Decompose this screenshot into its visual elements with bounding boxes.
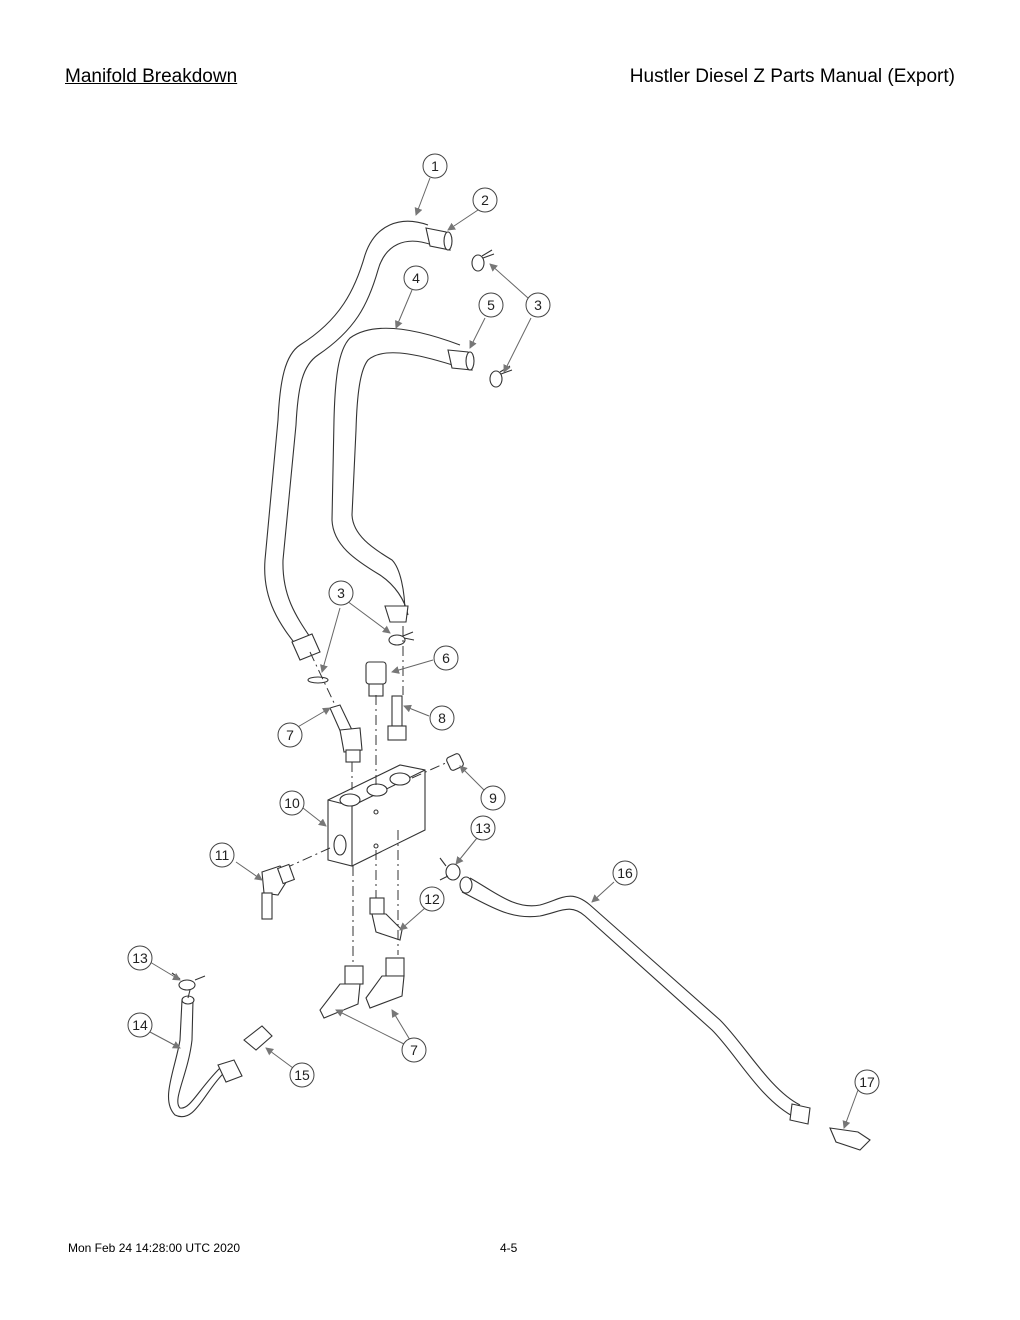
svg-text:14: 14 xyxy=(132,1017,148,1033)
svg-text:4: 4 xyxy=(412,270,420,286)
svg-text:2: 2 xyxy=(481,192,489,208)
svg-text:9: 9 xyxy=(489,790,497,806)
callout-10: 10 xyxy=(279,790,305,816)
callout-3-lower: 3 xyxy=(328,580,354,606)
hose-part-14 xyxy=(167,995,226,1118)
elbow-part-7-upper xyxy=(329,704,363,763)
assembly-centerlines xyxy=(187,626,449,999)
svg-text:12: 12 xyxy=(424,891,440,907)
callout-16: 16 xyxy=(612,860,638,886)
callout-4: 4 xyxy=(403,265,429,291)
plug-part-6 xyxy=(365,661,387,697)
svg-text:11: 11 xyxy=(215,847,230,863)
callout-9: 9 xyxy=(480,785,506,811)
manual-title: Hustler Diesel Z Parts Manual (Export) xyxy=(629,66,955,87)
callout-7-upper: 7 xyxy=(277,722,303,748)
section-title: Manifold Breakdown xyxy=(65,66,238,87)
callout-2: 2 xyxy=(472,187,498,213)
elbow-part-11 xyxy=(261,863,296,920)
callout-12: 12 xyxy=(419,886,445,912)
callout-1: 1 xyxy=(422,153,448,179)
hose-part-16 xyxy=(459,876,801,1119)
callout-17: 17 xyxy=(854,1069,880,1095)
hose-part-1 xyxy=(264,220,433,661)
svg-text:7: 7 xyxy=(286,727,294,743)
clamp-part-13-right xyxy=(439,857,461,881)
hose-part-4 xyxy=(331,327,463,623)
svg-text:15: 15 xyxy=(294,1067,310,1083)
svg-text:3: 3 xyxy=(534,297,542,313)
footer-timestamp: Mon Feb 24 14:28:00 UTC 2020 xyxy=(68,1241,241,1255)
callout-7-lower: 7 xyxy=(401,1037,427,1063)
fitting-part-5 xyxy=(447,349,475,371)
fitting-part-15 xyxy=(217,1025,273,1083)
callout-13-left: 13 xyxy=(127,945,153,971)
callout-6: 6 xyxy=(433,645,459,671)
page-number: 4-5 xyxy=(500,1241,518,1255)
svg-text:17: 17 xyxy=(859,1074,875,1090)
clamp-part-13-left xyxy=(171,972,206,991)
svg-text:6: 6 xyxy=(442,650,450,666)
svg-text:1: 1 xyxy=(431,158,439,174)
clamp-part-3-upper xyxy=(471,249,495,272)
callout-3-upper: 3 xyxy=(525,292,551,318)
svg-text:13: 13 xyxy=(132,950,148,966)
callout-5: 5 xyxy=(478,292,504,318)
svg-text:10: 10 xyxy=(284,795,300,811)
svg-text:5: 5 xyxy=(487,297,495,313)
fitting-part-12 xyxy=(369,897,403,941)
leader-lines xyxy=(149,177,859,1129)
elbow-part-17 xyxy=(789,1103,871,1151)
nipple-part-8 xyxy=(387,695,407,741)
svg-text:3: 3 xyxy=(337,585,345,601)
callout-15: 15 xyxy=(289,1062,315,1088)
callout-13-right: 13 xyxy=(470,815,496,841)
plug-part-9 xyxy=(446,753,464,771)
svg-text:13: 13 xyxy=(475,820,491,836)
callout-11: 11 xyxy=(209,842,235,868)
svg-text:7: 7 xyxy=(410,1042,418,1058)
manifold-block-part-10 xyxy=(327,764,426,867)
svg-text:8: 8 xyxy=(438,710,446,726)
elbow-part-7-lower xyxy=(319,957,405,1019)
clamp-part-3-mid xyxy=(489,365,513,388)
svg-text:16: 16 xyxy=(617,865,633,881)
callout-14: 14 xyxy=(127,1012,153,1038)
callout-8: 8 xyxy=(429,705,455,731)
fitting-part-2 xyxy=(425,227,453,251)
clamp-part-3-lower xyxy=(307,631,415,684)
